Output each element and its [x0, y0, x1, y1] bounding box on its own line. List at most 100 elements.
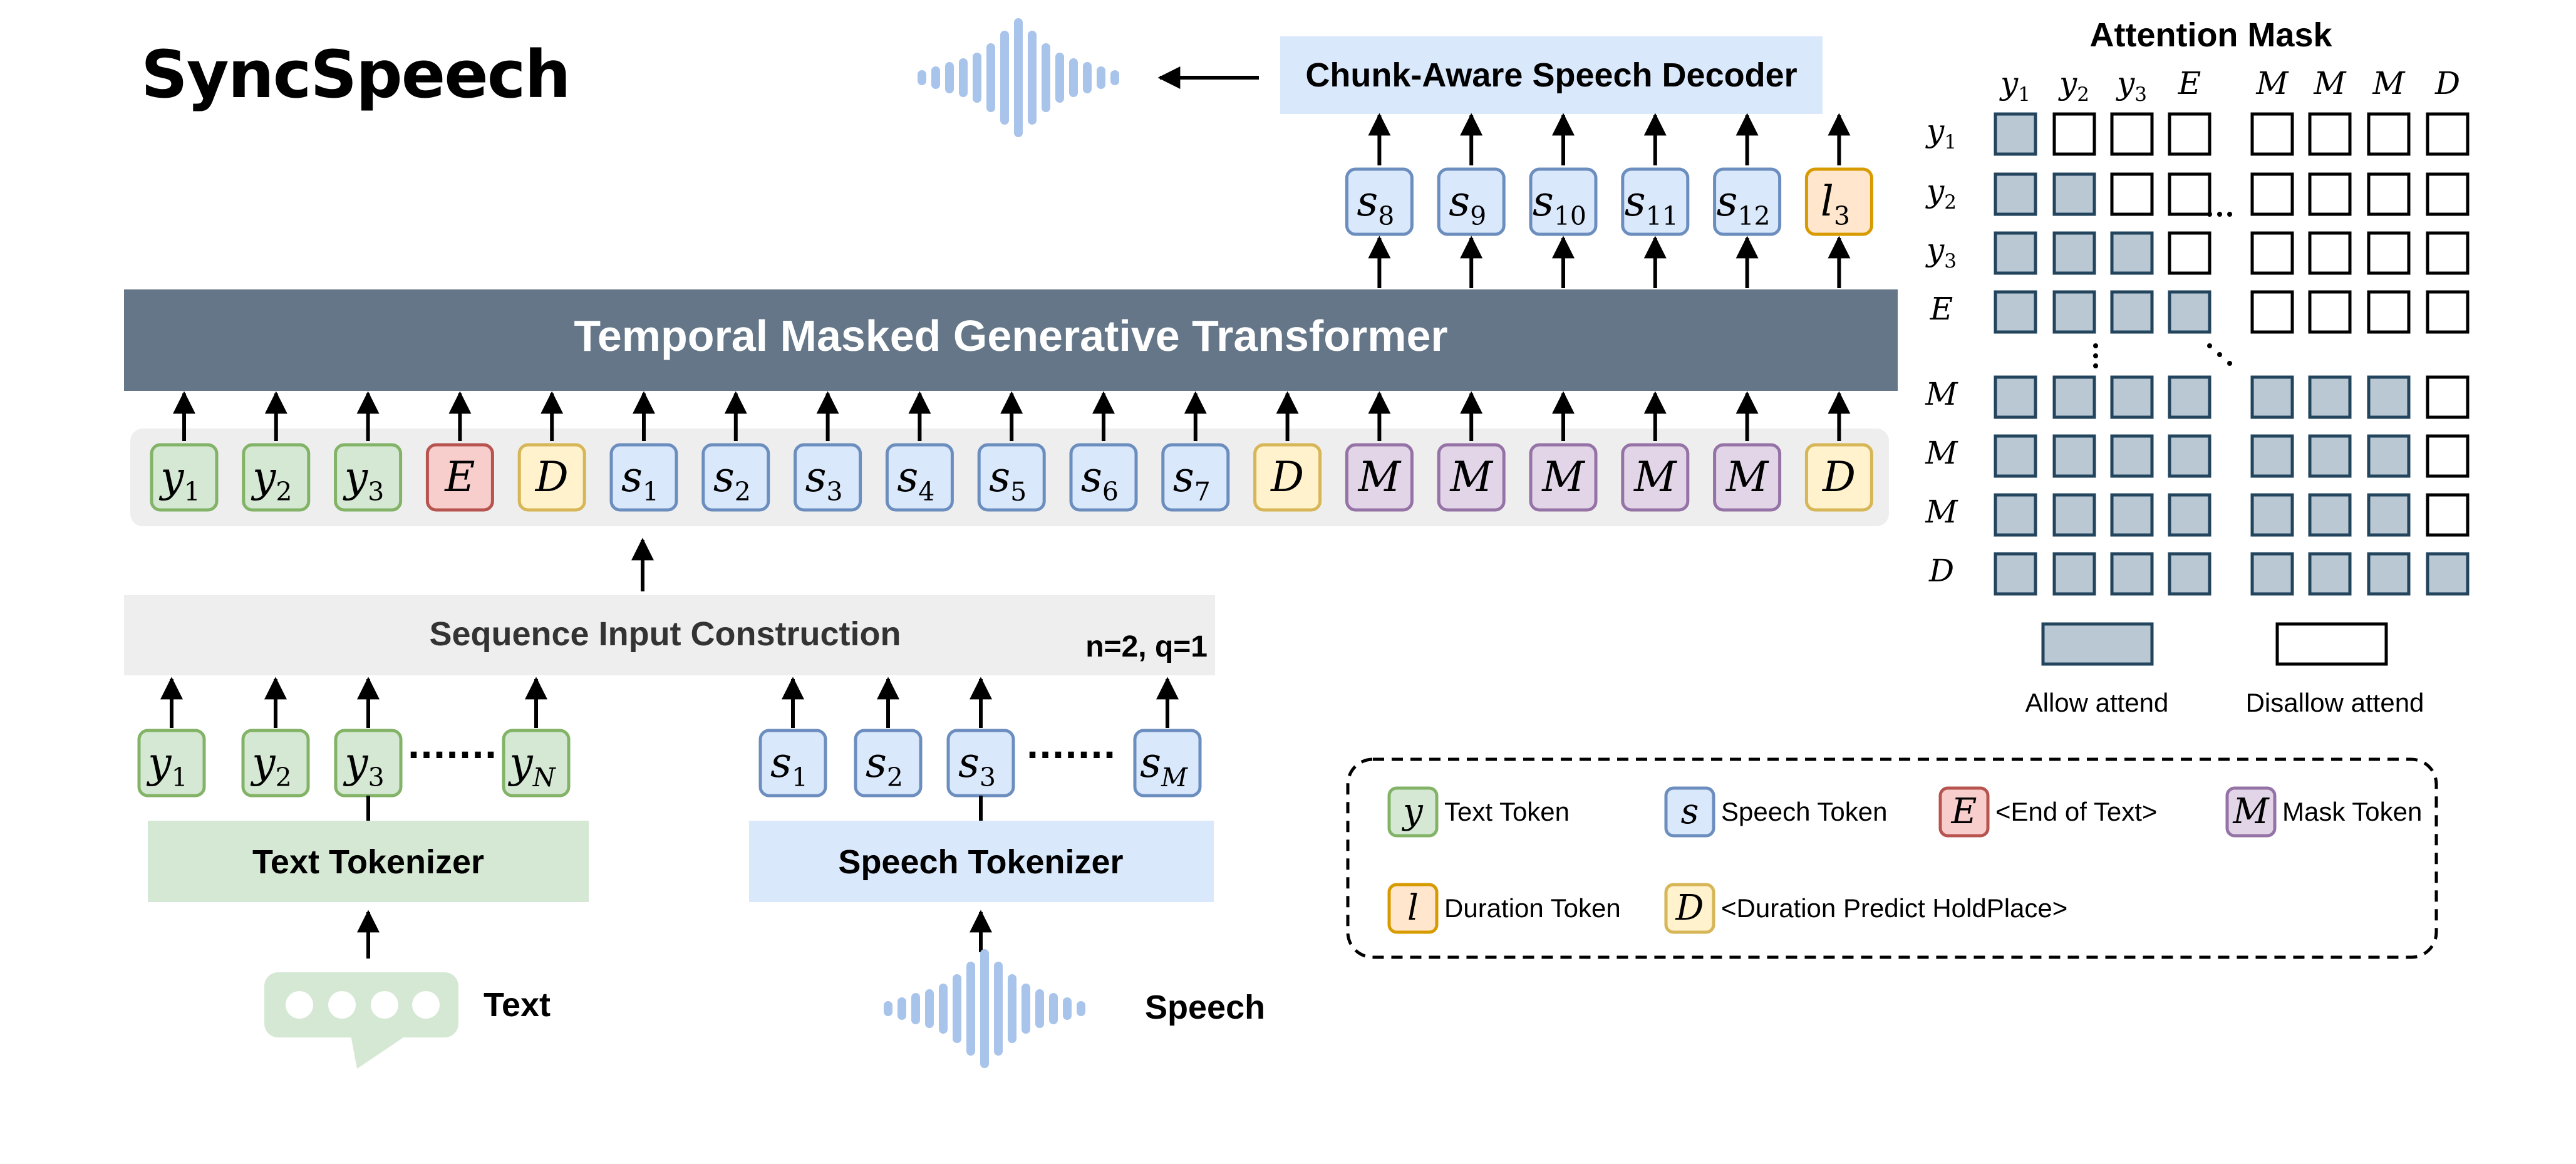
- text-branch-token-2: y2: [241, 729, 310, 798]
- input-token-5-label-base: D: [535, 453, 569, 501]
- mask-cell-disallow: [2308, 112, 2352, 156]
- speech-branch-token-2-label-subscript: 2: [887, 762, 903, 792]
- mask-cell-allow: [2367, 434, 2411, 478]
- legend-label-speech: Speech Token: [1721, 797, 1887, 826]
- mask-cell-allow: [1994, 552, 2037, 596]
- waveform-bar: [945, 62, 954, 93]
- attention-mask-title: Attention Mask: [2089, 16, 2332, 54]
- mask-cell-allow: [2250, 434, 2294, 478]
- input-token-9-label: s4: [897, 453, 934, 507]
- output-token-6-box: [1804, 167, 1873, 236]
- mask-cell-disallow: [2052, 112, 2096, 156]
- output-token-3-box: [1529, 167, 1598, 236]
- speech-branch-token-4-label-base: s: [1140, 739, 1161, 787]
- mask-row-label-2: y2: [1925, 173, 1957, 214]
- waveform-bar: [959, 58, 968, 97]
- input-token-2-label-subscript: 2: [276, 477, 292, 507]
- waveform-bar: [1069, 58, 1078, 97]
- input-token-4: E: [425, 443, 494, 512]
- input-token-8: s3: [794, 443, 862, 512]
- mask-vdots: [2093, 343, 2098, 348]
- mask-cell-disallow: [2308, 231, 2352, 275]
- input-token-15-label-base: M: [1449, 453, 1493, 501]
- mask-cell-allow: [2052, 434, 2096, 478]
- mask-row-label-4-base: E: [1930, 291, 1953, 327]
- input-token-5-label: D: [535, 453, 569, 501]
- mask-cell-allow: [2250, 552, 2294, 596]
- mask-row-label-7-base: M: [1925, 494, 1958, 530]
- input-token-19: D: [1804, 443, 1873, 512]
- input-token-18-label-base: M: [1725, 453, 1769, 501]
- mask-cell-allow: [1994, 434, 2037, 478]
- legend-swatch-placeholder: [1664, 883, 1715, 934]
- speech-branch-token-3-label: s3: [958, 739, 996, 792]
- mask-cell-allow: [2426, 552, 2470, 596]
- mask-cell-disallow: [2426, 112, 2470, 156]
- legend-item-end: E<End of Text>: [1938, 786, 2157, 838]
- text-branch-token-1-box: [137, 729, 206, 798]
- mask-row-label-3: y3: [1925, 232, 1957, 273]
- input-token-16: M: [1529, 443, 1598, 512]
- allow-attend-swatch: [2041, 622, 2154, 666]
- output-token-4-label-base: s: [1625, 177, 1646, 226]
- input-token-19-label: D: [1822, 453, 1856, 501]
- input-token-10-label: s5: [989, 453, 1027, 507]
- input-token-1-box: [150, 443, 219, 512]
- mask-cell-disallow: [2426, 231, 2470, 275]
- input-token-13-box: [1253, 443, 1322, 512]
- speech-input-label: Speech: [1145, 989, 1265, 1026]
- output-token-1-label: s8: [1357, 177, 1394, 231]
- mask-cell-allow: [2168, 375, 2211, 419]
- disallow-attend-swatch: [2275, 622, 2388, 666]
- mask-col-label-1-base: y: [1999, 65, 2019, 101]
- mask-cell-allow: [2308, 493, 2352, 537]
- input-token-6-box: [609, 443, 678, 512]
- input-token-6-label-base: s: [621, 453, 643, 501]
- mask-cell-allow: [2052, 375, 2096, 419]
- mask-col-label-1: y1: [1999, 65, 2030, 106]
- mask-vdots: [2093, 353, 2098, 358]
- input-token-12-label-base: s: [1173, 453, 1194, 501]
- mask-row-label-1-subscript: 1: [1944, 131, 1957, 153]
- input-token-6: s1: [609, 443, 678, 512]
- speech-branch-ellipsis: ·······: [1026, 735, 1116, 775]
- waveform-bar: [1110, 70, 1119, 85]
- mask-col-label-3-subscript: 3: [2134, 83, 2147, 106]
- speech-branch-token-1-label-subscript: 1: [792, 762, 808, 792]
- text-branch-token-3: y3: [334, 729, 403, 798]
- input-token-13-label: D: [1270, 453, 1304, 501]
- mask-cell-allow: [2308, 552, 2352, 596]
- input-token-17-label-base: M: [1633, 453, 1677, 501]
- mask-col-label-5-base: M: [2255, 65, 2289, 101]
- output-token-2-box: [1437, 167, 1506, 236]
- input-token-2-box: [242, 443, 311, 512]
- input-token-14-label-base: M: [1358, 453, 1402, 501]
- mask-ddots: [2207, 343, 2212, 348]
- input-token-6-label: s1: [621, 453, 659, 507]
- input-token-17-label: M: [1633, 453, 1677, 501]
- output-token-5-label: s12: [1717, 177, 1771, 231]
- legend-symbol-text: y: [1401, 791, 1424, 832]
- mask-hdots: [2207, 212, 2212, 217]
- input-token-9: s4: [885, 443, 954, 512]
- input-token-9-label-base: s: [897, 453, 918, 501]
- speech-branch-token-4-label: sM: [1140, 739, 1188, 792]
- mask-cell-disallow: [2250, 290, 2294, 334]
- mask-hdots: [2227, 212, 2232, 217]
- speech-branch-token-4-label-subscript: M: [1161, 762, 1188, 792]
- mask-cell-allow: [1994, 172, 2037, 216]
- waveform-bar: [939, 984, 948, 1034]
- legend-box: [1346, 757, 2438, 959]
- mask-cell-disallow: [2308, 290, 2352, 334]
- input-token-16-label: M: [1541, 453, 1585, 501]
- legend-symbol-speech: s: [1681, 791, 1699, 832]
- input-token-7-box: [701, 443, 770, 512]
- waveform-bar: [980, 949, 989, 1068]
- text-branch-token-3-label: y3: [343, 739, 384, 792]
- text-branch-token-1: y1: [137, 729, 206, 798]
- mask-cell-allow: [2168, 552, 2211, 596]
- input-token-1-label-subscript: 1: [184, 477, 200, 507]
- legend-item-speech: s Speech Token: [1664, 786, 1887, 838]
- output-token-2-label: s9: [1449, 177, 1486, 231]
- input-token-16-label-base: M: [1541, 453, 1585, 501]
